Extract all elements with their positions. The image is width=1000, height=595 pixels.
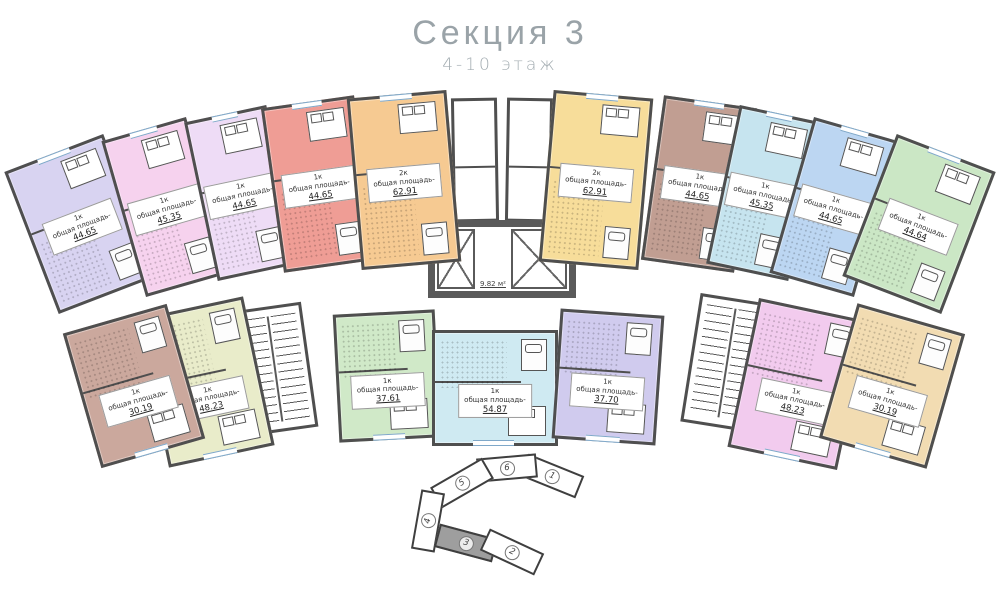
window-icon [765,110,794,123]
bathtub-icon [607,231,626,242]
bed-icon [600,104,641,138]
bed-icon [839,137,885,177]
section-number: 6 [498,459,516,477]
lobby-dimension-label: 9.82 м² [480,280,506,288]
inner-wall [455,165,496,169]
floor-texture [439,339,507,388]
floor-texture [340,321,397,379]
bathtub-icon [339,226,358,238]
section-number: 3 [456,533,476,553]
bed-icon [305,106,348,142]
inner-wall [435,381,522,384]
window-icon [202,447,238,461]
window-icon [473,440,515,446]
bathroom [133,315,168,354]
bathtub-icon [114,248,134,263]
bathtub-icon [629,327,648,338]
window-icon [586,92,619,102]
bathroom [909,262,946,302]
area-caption: общая площадь- [464,395,526,404]
window-icon [379,93,413,102]
bathtub-icon [525,344,542,353]
annex-room-left [450,97,500,223]
window-icon [291,99,323,110]
plan-header: Секция 3 4-10 этаж [0,14,1000,75]
bathroom [398,318,426,353]
bathroom [918,332,953,371]
floor-texture [750,311,822,387]
bed-icon [217,408,261,446]
window-icon [585,434,620,443]
window-icon [927,146,962,165]
bathtub-icon [920,268,940,284]
window-icon [694,99,725,110]
floor-texture [563,319,622,378]
apartment-type: 1к [490,387,500,396]
section-number: 4 [419,512,437,530]
bathtub-icon [927,338,946,352]
section-number: 1 [542,466,562,486]
section-number: 2 [502,542,522,562]
apartment-area: 54.87 [482,404,508,415]
bathroom [521,339,547,371]
elevator-lobby: 9.82 м² [477,227,509,291]
section-number: 5 [451,472,473,494]
bathtub-icon [425,226,444,238]
page-title: Секция 3 [412,14,588,52]
window-icon [372,433,406,441]
bathroom [624,322,653,356]
bed-icon [934,163,981,206]
bed-icon [764,121,809,160]
bathtub-icon [402,324,420,335]
page-subtitle: 4-10 этаж [442,55,558,75]
window-icon [840,125,869,139]
bed-icon [397,100,438,135]
bed-icon [140,129,186,170]
bathtub-icon [213,313,233,326]
bathtub-icon [260,231,279,244]
bathroom [602,225,631,261]
inner-wall [508,165,549,169]
bathroom [208,307,241,345]
bed-icon [219,117,263,155]
bathtub-icon [138,321,158,336]
bathtub-icon [188,242,208,256]
window-icon [133,443,169,459]
bathroom [420,221,450,256]
